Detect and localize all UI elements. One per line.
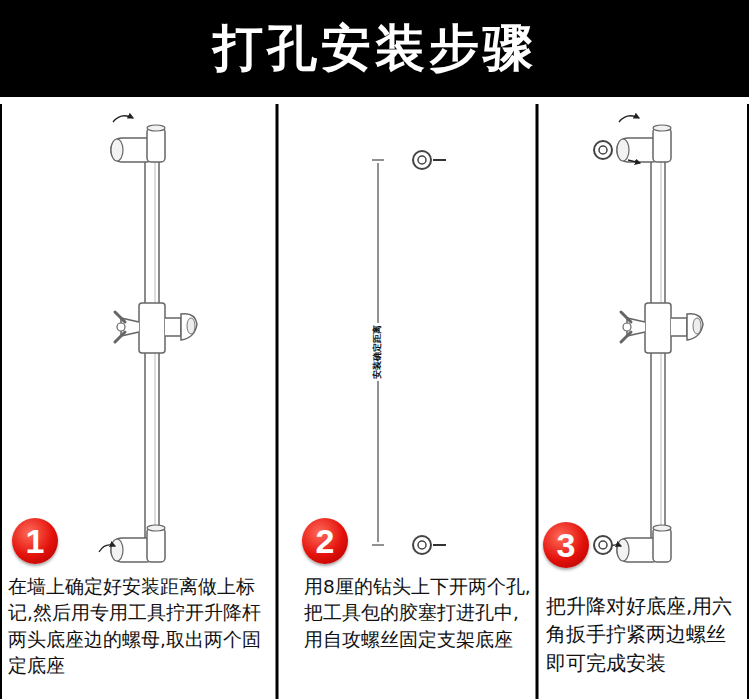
step-description: 在墙上确定好安装距离做上标记,然后用专用工具拧开升降杆两头底座边的螺母,取出两个… [8,574,274,679]
step-number-circle: 1 [12,518,58,564]
title: 打孔安装步骤 [0,0,749,97]
step-description: 用8厘的钻头上下开两个孔,把工具包的胶塞打进孔中,用自攻螺丝固定支架底座 [304,574,534,653]
step-description: 把升降对好底座,用六角扳手拧紧两边螺丝即可完成安装 [546,592,744,677]
step-number-circle: 2 [302,518,348,564]
step-number: 1 [26,524,45,558]
dimension-label: 安装确定距离 [372,323,384,381]
step-number: 2 [316,524,335,558]
step-number: 3 [557,528,576,562]
step-number-circle: 3 [543,522,589,568]
